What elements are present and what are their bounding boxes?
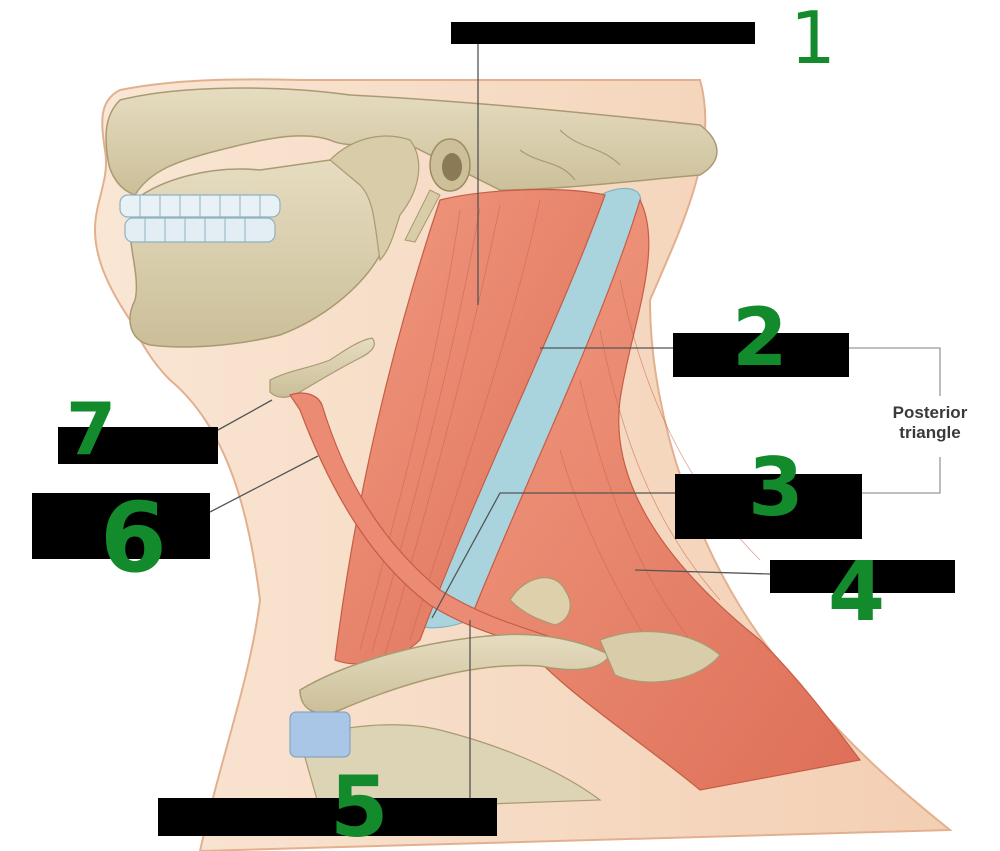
- label-box-2: [673, 333, 849, 377]
- ramus: [329, 135, 420, 262]
- clavicle: [299, 633, 612, 715]
- teeth: [119, 194, 281, 243]
- label-box-4: [770, 560, 955, 593]
- leader-lines: [209, 44, 771, 798]
- label-box-5: [158, 798, 497, 836]
- omohyoid-muscle: [289, 392, 561, 653]
- leader-line-4: [634, 569, 771, 575]
- posterior-triangle-bracket: [849, 347, 941, 494]
- vertebra-process: [509, 577, 571, 626]
- label-box-1: [451, 22, 755, 44]
- leader-line-6: [209, 455, 319, 513]
- leader-line-7: [217, 399, 273, 431]
- handwritten-number-7: 7: [66, 387, 117, 471]
- sternocleidomastoid-fibers: [359, 199, 541, 656]
- label-box-6: [32, 493, 210, 559]
- posterior-label-line1: Posterior: [892, 403, 968, 422]
- leader-line-3: [431, 492, 675, 619]
- handwritten-number-3: 3: [748, 441, 804, 534]
- handwritten-number-5: 5: [330, 758, 389, 851]
- sternocleidomastoid-muscle: [334, 188, 606, 665]
- handwritten-number-6: 6: [100, 482, 167, 594]
- handwritten-number-4: 4: [828, 545, 886, 640]
- costal-cartilage: [289, 711, 351, 758]
- handwritten-number-2: 2: [732, 291, 788, 384]
- label-box-7: [58, 427, 218, 464]
- ear-canal-opening: [442, 153, 462, 181]
- handwritten-number-1: 1: [790, 0, 836, 80]
- scapula-acromion: [599, 631, 721, 683]
- skull-suture: [519, 129, 621, 181]
- posterior-label-line2: triangle: [899, 423, 961, 442]
- posterior-triangle-label: Posterior triangle: [870, 403, 990, 443]
- trapezius-fibers: [559, 279, 761, 661]
- label-box-3: [675, 474, 862, 539]
- styloid-process: [404, 189, 441, 243]
